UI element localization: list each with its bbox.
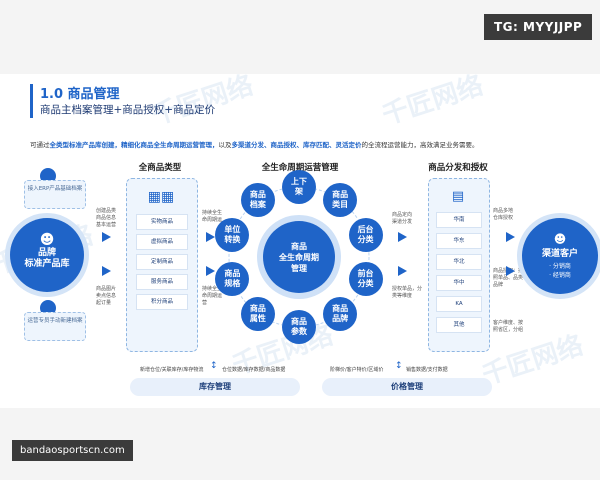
note-channel: 商品定向 渠道分发 <box>392 212 413 225</box>
lifecycle-node: 商品 档案 <box>240 183 275 218</box>
product-type-item: 虚拟商品 <box>136 234 188 250</box>
note-lifecycle-2: 持续全生 命周期运 营 <box>202 286 223 306</box>
arrow-right-icon <box>102 232 111 242</box>
note-authorize: 授权单品，分 类等维度 <box>392 286 423 299</box>
arrow-right-icon <box>206 232 215 242</box>
inventory-note-2: 仓位数据/库存数据/商品数据 <box>222 367 286 373</box>
manual-source-card: 运营专员手动新建档案 <box>24 312 86 341</box>
region-item: 其他 <box>436 317 482 333</box>
lifecycle-node: 商品 类目 <box>323 183 358 218</box>
pricing-note: 阶梯价/客户特价/区域价 <box>330 367 384 373</box>
region-item: 华中 <box>436 275 482 291</box>
lifecycle-node: 商品 属性 <box>240 296 275 331</box>
channel-sub2: · 经销商 <box>549 272 571 279</box>
intro-text: 可通过全类型标准产品库创建，精细化商品全生命周期运营管理，以及多渠道分发、商品授… <box>30 141 479 149</box>
lifecycle-node: 单位 转换 <box>215 218 250 253</box>
note-create: 创建品类 商品信息 基本运营 <box>96 208 117 228</box>
lifecycle-node: 商品 品牌 <box>323 296 358 331</box>
inventory-management-bar: 库存管理 <box>130 378 300 396</box>
arrow-right-icon <box>206 266 215 276</box>
heading-accent <box>30 84 33 118</box>
region-item: KA <box>436 296 482 312</box>
note-lifecycle: 持续全生 命周期运 <box>202 210 223 223</box>
pricing-note-2: 销售数据/支付数据 <box>406 367 448 373</box>
arrow-right-icon <box>506 232 515 242</box>
product-type-item: 服务商品 <box>136 274 188 290</box>
sync-arrow-icon: ↕ <box>210 361 218 371</box>
price-management-bar: 价格管理 <box>322 378 492 396</box>
channel-tag: TG: MYYJJPP <box>484 14 593 40</box>
product-type-item: 积分商品 <box>136 294 188 310</box>
region-item: 华北 <box>436 254 482 270</box>
library-label: 品牌 标准产品库 <box>24 248 70 269</box>
channel-customers: ☻ 渠道客户 · 分销商 · 经销商 <box>522 218 598 294</box>
person-icon: ☻ <box>39 232 55 248</box>
product-type-item: 定制商品 <box>136 254 188 270</box>
lifecycle-node: 商品 规格 <box>215 261 250 296</box>
lifecycle-node: 前台 分类 <box>348 261 383 296</box>
region-item: 华东 <box>436 233 482 249</box>
arrow-right-icon <box>102 266 111 276</box>
sync-arrow-icon: ↕ <box>395 361 403 371</box>
arrow-right-icon <box>398 232 407 242</box>
product-type-item: 实物商品 <box>136 214 188 230</box>
lifecycle-node: 商品 参数 <box>282 310 316 344</box>
arrow-right-icon <box>398 266 407 276</box>
footer-site: bandaosportscn.com <box>12 440 133 461</box>
channel-sub1: · 分销商 <box>549 263 571 270</box>
channel-title: 渠道客户 <box>541 249 578 259</box>
lifecycle-center: 商品 全生命周期 管理 <box>263 221 335 293</box>
chart-icon: ▤ <box>451 189 465 204</box>
lifecycle-title: 全生命周期运营管理 <box>261 163 339 173</box>
page-title: 1.0 商品管理 <box>40 87 120 102</box>
note-warehouse: 商品多地 仓库授权 <box>493 208 514 221</box>
grid-icon: ▦▦ <box>147 189 175 205</box>
lifecycle-node: 上下 架 <box>282 170 316 204</box>
brand-product-library: ☻ 品牌 标准产品库 <box>10 218 84 292</box>
lifecycle-node: 后台 分类 <box>348 218 383 253</box>
all-types-title: 全商品类型 <box>138 163 182 173</box>
inventory-note: 新增仓位/关联库存/库存物流 <box>140 367 204 373</box>
note-images: 商品图片 卖点信息 起订量 <box>96 286 117 306</box>
page-subtitle: 商品主档案管理+商品授权+商品定价 <box>40 104 216 116</box>
distribution-title: 商品分发和授权 <box>428 163 488 173</box>
erp-source-card: 接入ERP产品基础档案 <box>24 180 86 209</box>
customers-icon: ☻ <box>553 232 567 246</box>
region-item: 华南 <box>436 212 482 228</box>
arrow-right-icon <box>506 266 515 276</box>
note-customer: 客户维度、按 照省区，分组 <box>493 320 524 333</box>
